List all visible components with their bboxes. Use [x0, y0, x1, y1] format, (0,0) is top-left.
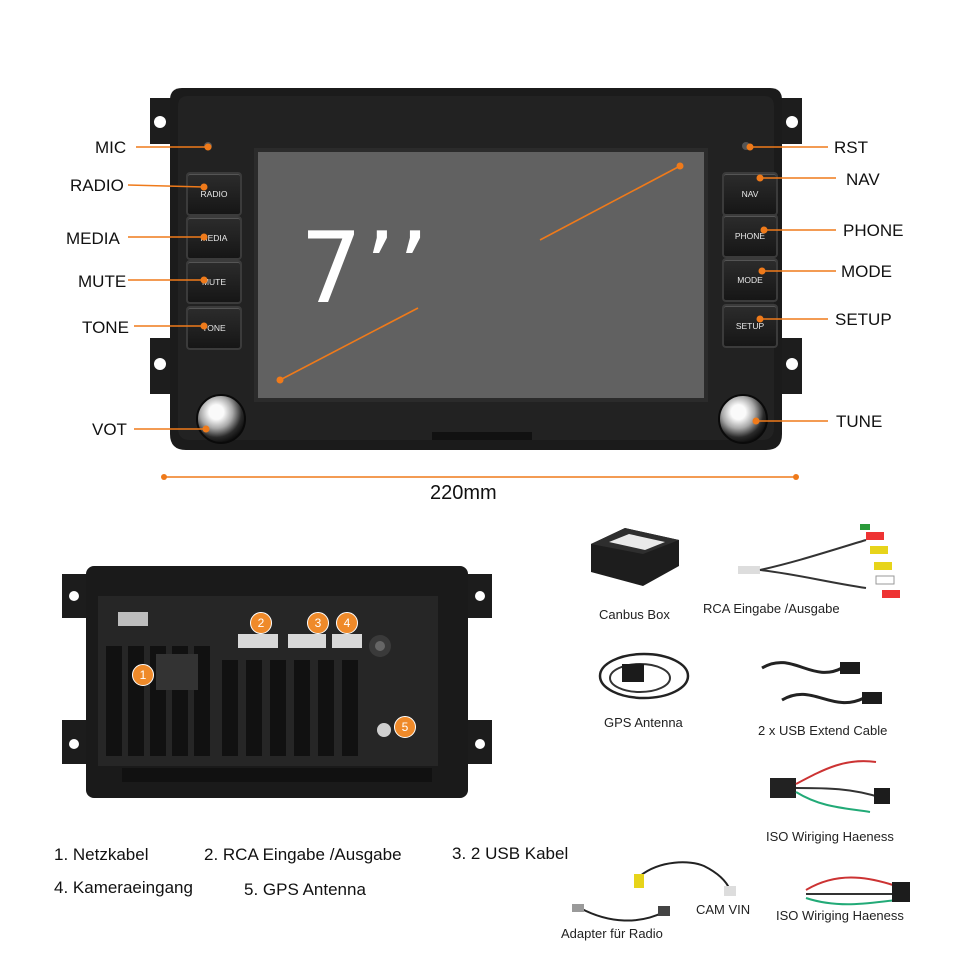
back-panel-body [62, 566, 492, 798]
callout-mode: MODE [841, 262, 892, 281]
screen-size-label: 7’’ [300, 212, 431, 326]
label-iso-harness-2: ISO Wiriging Haeness [776, 908, 904, 923]
badge-4: 4 [336, 612, 358, 634]
callout-mute: MUTE [78, 272, 127, 291]
label-radio-adapter: Adapter für Radio [561, 926, 663, 941]
label-cam-vin: CAM VIN [696, 902, 751, 917]
legend-usb: 3. 2 USB Kabel [452, 844, 569, 863]
badge-1: 1 [132, 664, 154, 686]
callout-media: MEDIA [66, 229, 120, 248]
badge-2: 2 [250, 612, 272, 634]
canbus-box-image [591, 528, 679, 586]
mode-button[interactable]: MODE [722, 258, 778, 302]
legend-gps: 5. GPS Antenna [244, 880, 366, 899]
tone-button[interactable]: TONE [186, 306, 242, 350]
label-usb-cable: 2 x USB Extend Cable [758, 723, 888, 738]
legend-netzkabel: 1. Netzkabel [54, 845, 149, 864]
mute-button[interactable]: MUTE [186, 260, 242, 304]
callout-radio: RADIO [70, 176, 124, 195]
iso-harness-image-1 [770, 760, 890, 813]
radio-button[interactable]: RADIO [186, 172, 242, 216]
label-gps-antenna: GPS Antenna [604, 715, 683, 730]
volume-knob[interactable] [196, 394, 246, 444]
radio-adapter-image [572, 904, 670, 922]
badge-3: 3 [307, 612, 329, 634]
callout-mic: MIC [95, 138, 127, 157]
callout-vot: VOT [92, 420, 127, 439]
label-rca-cable: RCA Eingabe /Ausgabe [703, 601, 840, 616]
callout-phone: PHONE [843, 221, 904, 240]
label-iso-harness-1: ISO Wiriging Haeness [766, 829, 894, 844]
callout-tune: TUNE [836, 412, 883, 431]
phone-button[interactable]: PHONE [722, 214, 778, 258]
gps-antenna-image [598, 652, 690, 700]
legend-kamera: 4. Kameraeingang [54, 878, 193, 897]
width-dimension-label: 220mm [430, 482, 497, 504]
callout-tone: TONE [82, 318, 129, 337]
label-canbus-box: Canbus Box [599, 607, 670, 622]
callout-setup: SETUP [835, 310, 892, 329]
media-button[interactable]: MEDIA [186, 216, 242, 260]
rca-cable-image [738, 524, 900, 598]
iso-harness-image-2 [805, 876, 910, 906]
head-unit-back: 1 2 3 4 5 [62, 560, 492, 800]
setup-button[interactable]: SETUP [722, 304, 778, 348]
badge-5: 5 [394, 716, 416, 738]
cam-vin-cable-image [634, 861, 736, 896]
callout-nav: NAV [846, 170, 880, 189]
legend-rca: 2. RCA Eingabe /Ausgabe [204, 845, 402, 864]
tune-knob[interactable] [718, 394, 768, 444]
usb-cable-image [761, 661, 882, 705]
callout-lines [127, 143, 836, 480]
callout-rst: RST [834, 138, 868, 157]
